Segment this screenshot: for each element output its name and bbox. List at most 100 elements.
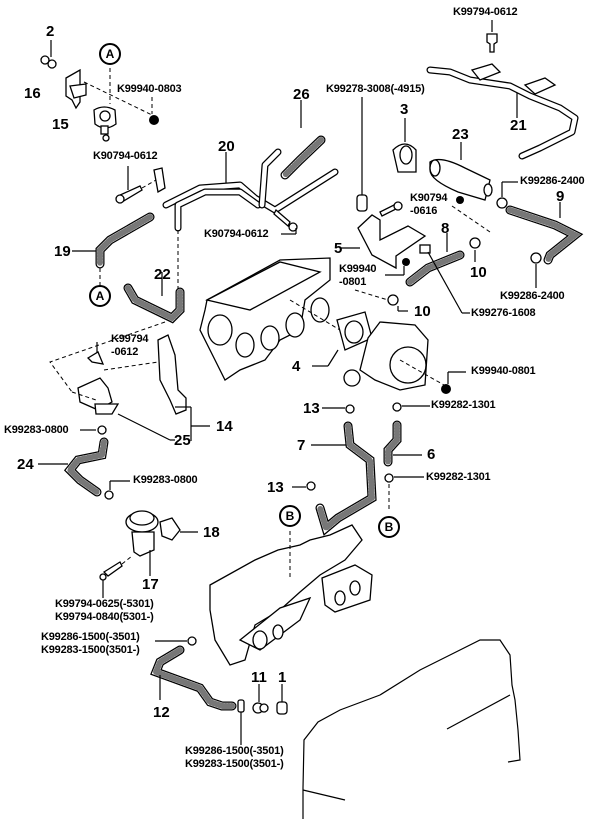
- bolt-item-2: [40, 40, 57, 69]
- item-number-26: 26: [293, 86, 310, 103]
- valve-item-17: [99, 510, 159, 598]
- hose-item-8: [405, 233, 465, 287]
- item-number-15: 15: [52, 116, 69, 133]
- bolt-item-20-left: [115, 166, 157, 204]
- part-number-nut-item-5: K99940 -0801: [339, 263, 377, 289]
- item-number-8: 8: [441, 220, 450, 237]
- hose-item-12: [150, 636, 237, 711]
- valve-item-25: [77, 377, 175, 441]
- clamp-k99282-1301-upper: [392, 402, 430, 412]
- part-item-11: [252, 684, 269, 714]
- hose-item-9: [496, 181, 584, 288]
- part-number-clamp-item-12-top-line1: K99286-1500(-3501): [41, 631, 140, 643]
- hose-item-24: [38, 425, 130, 500]
- part-number-bolt-top-right: K99794-0612: [453, 6, 518, 18]
- part-number-nut-throttle-body: K99940-0801: [471, 365, 536, 377]
- item-number-13-upper: 13: [303, 400, 320, 417]
- part-number-clamp-item-12-top: K99286-1500(-3501) K99283-1500(3501-): [41, 631, 140, 657]
- item-number-17: 17: [142, 576, 159, 593]
- hose-item-6: [383, 420, 422, 467]
- part-number-bolt-item-14-line1: K99794: [111, 333, 149, 345]
- clamp-item-10-left: [354, 289, 408, 312]
- item-number-7: 7: [297, 437, 306, 454]
- reference-marker-b-right: B: [378, 516, 400, 538]
- part-item-23: [429, 142, 493, 233]
- gasket-item-4: [312, 311, 373, 367]
- hose-item-26: [280, 100, 326, 180]
- part-number-bolt-item-20-right: K90794-0612: [204, 228, 269, 240]
- part-number-clip-k99276-1608: K99276-1608: [471, 307, 536, 319]
- item-number-20: 20: [218, 138, 235, 155]
- item-number-10-right: 10: [470, 264, 487, 281]
- item-number-12: 12: [153, 704, 170, 721]
- clip-k99278-3008: [356, 97, 368, 212]
- item-number-11: 11: [251, 669, 267, 686]
- reference-marker-b-left: B: [279, 505, 301, 527]
- hose-item-22: [123, 272, 185, 324]
- hose-item-7: [311, 421, 377, 536]
- item-number-6: 6: [427, 446, 436, 463]
- part-item-3: [392, 118, 417, 173]
- vacuum-switch-item-15: [93, 106, 117, 142]
- throttle-body: [343, 321, 466, 394]
- item-number-22: 22: [154, 266, 171, 283]
- part-number-bolt-item-5-line1: K90794: [410, 192, 448, 204]
- part-number-bolt-item-17-line2: K99794-0840(5301-): [55, 611, 154, 623]
- bracket-item-16: [65, 68, 87, 110]
- part-number-clamp-item-9-bottom: K99286-2400: [500, 290, 565, 302]
- intake-manifold-lower: [209, 524, 373, 666]
- bracket-item-5: [341, 214, 427, 276]
- item-number-19: 19: [54, 243, 71, 260]
- clip-k99276-1608: [419, 244, 470, 314]
- part-number-bolt-item-14-line2: -0612: [111, 346, 139, 358]
- part-number-bolt-item-14: K99794 -0612: [111, 333, 149, 359]
- bolt-item-20-right: [273, 208, 298, 235]
- part-number-bolt-item-20-left: K90794-0612: [93, 150, 158, 162]
- hose-item-19: [72, 212, 155, 286]
- item-number-23: 23: [452, 126, 469, 143]
- part-number-clamp-item-12-top-line2: K99283-1500(3501-): [41, 644, 140, 656]
- item-number-1: 1: [278, 669, 287, 686]
- clamp-item-13-upper: [322, 404, 355, 414]
- part-number-clamp-item-12-bottom-line1: K99286-1500(-3501): [185, 745, 284, 757]
- item-number-21: 21: [510, 117, 527, 134]
- part-number-nut-item-5-line2: -0801: [339, 276, 367, 288]
- pipe-item-21: [426, 63, 579, 160]
- pipe-item-20: [153, 148, 339, 290]
- part-number-bolt-item-5-line2: -0616: [410, 205, 438, 217]
- part-number-clip-k99278-3008: K99278-3008(-4915): [326, 83, 425, 95]
- item-number-18: 18: [203, 524, 220, 541]
- part-number-clamp-item-12-bottom: K99286-1500(-3501) K99283-1500(3501-): [185, 745, 284, 771]
- item-number-10-left: 10: [414, 303, 431, 320]
- part-number-bolt-item-17: K99794-0625(-5301) K99794-0840(5301-): [55, 598, 154, 624]
- clamp-k99282-1301-lower: [384, 473, 424, 512]
- part-number-bolt-item-17-line1: K99794-0625(-5301): [55, 598, 154, 610]
- clamp-item-12-lower: [237, 699, 245, 745]
- part-number-clamp-item-6-bottom: K99282-1301: [426, 471, 491, 483]
- part-number-clamp-item-24-top: K99283-0800: [4, 424, 69, 436]
- item-number-13-lower: 13: [267, 479, 284, 496]
- intake-manifold-upper: [199, 257, 341, 381]
- item-number-5: 5: [334, 240, 343, 257]
- reference-marker-a-left: A: [89, 285, 111, 307]
- gasket-item-18: [159, 517, 198, 541]
- bolt-k90794-0616: [379, 201, 403, 217]
- bracket-item-14: [157, 334, 210, 441]
- item-number-9: 9: [556, 188, 565, 205]
- part-number-nut-item-15: K99940-0803: [117, 83, 182, 95]
- bolt-k99794-0612-left: [86, 342, 105, 365]
- part-number-nut-item-5-line1: K99940: [339, 263, 377, 275]
- part-number-clamp-item-24-bottom: K99283-0800: [133, 474, 198, 486]
- part-number-clamp-item-9-top: K99286-2400: [520, 175, 585, 187]
- item-number-4: 4: [292, 358, 301, 375]
- bolt-top-right: [486, 20, 498, 53]
- part-number-clamp-item-6-top: K99282-1301: [431, 399, 496, 411]
- item-number-3: 3: [400, 101, 409, 118]
- item-number-16: 16: [24, 85, 41, 102]
- clamp-item-13-lower: [292, 481, 316, 491]
- item-number-25: 25: [174, 432, 191, 449]
- reference-marker-a-top: A: [99, 43, 121, 65]
- item-number-24: 24: [17, 456, 34, 473]
- part-number-clamp-item-12-bottom-line2: K99283-1500(3501-): [185, 758, 284, 770]
